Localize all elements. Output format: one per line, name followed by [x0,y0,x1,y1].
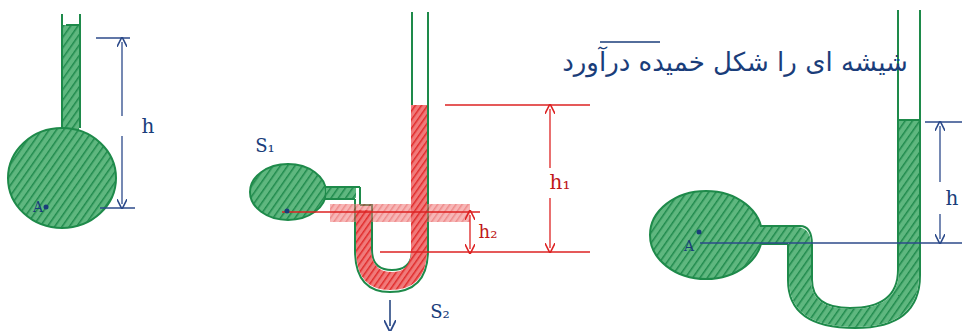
point-label: A [684,239,694,253]
middle-manometer [250,12,590,326]
height-label: h₂ [479,223,498,241]
height-label: h [142,116,155,136]
point-label: A [33,200,43,214]
height-label: h [946,188,959,208]
height-label: h₁ [550,172,571,192]
left-manometer [8,14,135,228]
handwritten-note: شیشه ای را شکل خمیده درآورد [562,49,908,75]
title-stroke [600,41,660,43]
area-label: S₁ [255,137,275,155]
area-label: S₂ [430,303,450,321]
